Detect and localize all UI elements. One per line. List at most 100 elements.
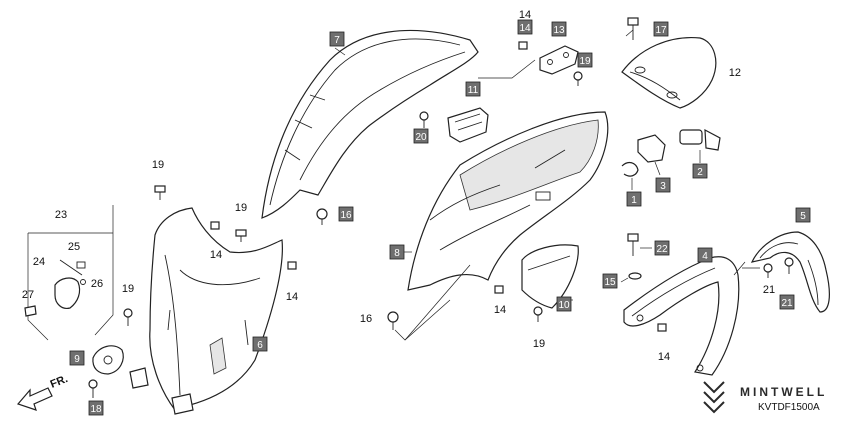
rear-rail-part-5 (750, 231, 830, 313)
screw-icon (123, 308, 133, 326)
washer-icon (628, 272, 642, 280)
plain-label: 24 (33, 256, 45, 268)
boxed-label: 4 (697, 247, 713, 263)
svg-text:9: 9 (74, 354, 80, 365)
plain-label: 12 (729, 67, 741, 79)
boxed-label: 6 (252, 336, 268, 352)
bolt-icon (627, 233, 639, 256)
mintwell-logo: MINTWELL (703, 381, 827, 414)
plain-label: 19 (122, 283, 134, 295)
clip-icon (494, 285, 504, 294)
lock-assembly-parts-1-2-3 (621, 128, 721, 177)
tail-cover-part-12 (621, 36, 717, 109)
svg-text:4: 4 (702, 251, 708, 262)
boxed-label: 8 (389, 244, 405, 260)
svg-text:8: 8 (394, 248, 400, 259)
boxed-label: 1 (626, 191, 642, 207)
svg-text:13: 13 (553, 25, 565, 36)
svg-text:5: 5 (800, 211, 806, 222)
boxed-label: 18 (88, 400, 104, 416)
svg-text:3: 3 (660, 181, 666, 192)
bolt-icon (627, 17, 639, 40)
svg-text:7: 7 (334, 35, 340, 46)
boxed-label: 10 (556, 296, 572, 312)
svg-text:11: 11 (468, 85, 479, 96)
svg-text:2: 2 (697, 167, 703, 178)
direction-label: FR. (49, 373, 70, 391)
plain-label: 19 (533, 338, 545, 350)
clip-icon (210, 221, 220, 230)
plain-label: 19 (235, 202, 247, 214)
plain-label: 27 (22, 289, 34, 301)
boxed-label: 5 (795, 207, 811, 223)
boxed-label: 16 (338, 206, 354, 222)
grab-rail-part-4 (623, 256, 740, 376)
svg-text:19: 19 (579, 56, 591, 67)
clip-icon (518, 41, 528, 50)
plain-label: 19 (152, 159, 164, 171)
screw-icon (784, 257, 794, 274)
bolt-icon (154, 185, 166, 200)
bolt-icon (316, 208, 328, 225)
boxed-label: 15 (602, 273, 618, 289)
boxed-label: 11 (465, 81, 481, 97)
plain-label: 25 (68, 241, 80, 253)
bolt-icon (235, 229, 247, 242)
boxed-labels: 7 14 13 17 19 11 20 16 8 3 2 1 5 22 4 15… (69, 19, 811, 416)
svg-text:16: 16 (340, 210, 352, 221)
rear-cover-part-7 (261, 29, 479, 219)
boxed-label: 19 (577, 52, 593, 68)
plain-label: 21 (763, 284, 775, 296)
diagram-code: KVTDF1500A (758, 402, 820, 413)
boxed-label: 13 (551, 21, 567, 37)
plain-label: 14 (210, 249, 222, 261)
leader-lines (334, 29, 760, 341)
plain-label: 14 (658, 351, 670, 363)
plain-label: 16 (360, 313, 372, 325)
clip-icon (287, 261, 297, 270)
svg-text:15: 15 (604, 277, 616, 288)
svg-text:14: 14 (519, 23, 531, 34)
watermark-text: MINTWELL (740, 385, 827, 399)
boxed-label: 21 (779, 294, 795, 310)
svg-text:10: 10 (558, 300, 570, 311)
inner-cover-part-6 (129, 207, 283, 415)
cap-part-9 (92, 345, 124, 375)
fasteners (88, 17, 794, 398)
plain-labels: 12 19 23 25 24 26 27 14 19 14 19 16 14 1… (22, 9, 775, 363)
plain-label: 14 (494, 304, 506, 316)
svg-text:1: 1 (631, 195, 637, 206)
plain-label: 23 (55, 209, 67, 221)
screw-icon (419, 111, 429, 128)
svg-text:20: 20 (415, 132, 427, 143)
boxed-label: 22 (654, 240, 670, 256)
svg-text:22: 22 (656, 244, 668, 255)
plain-label: 14 (519, 9, 531, 21)
boxed-label: 17 (653, 21, 669, 37)
front-direction-arrow: FR. (16, 373, 70, 411)
cover-part-10 (521, 244, 579, 309)
svg-text:17: 17 (655, 25, 667, 36)
screw-icon (763, 263, 773, 278)
svg-text:18: 18 (90, 404, 102, 415)
boxed-label: 20 (413, 128, 429, 144)
bracket-part-11 (447, 107, 489, 143)
screw-icon (88, 379, 98, 398)
plain-label: 14 (286, 291, 298, 303)
side-cover-part-8 (407, 111, 609, 291)
svg-text:6: 6 (257, 340, 263, 351)
bracket-part-13 (539, 45, 579, 75)
svg-text:21: 21 (781, 298, 793, 309)
boxed-label: 9 (69, 350, 85, 366)
clip-icon (657, 323, 667, 332)
bolt-icon (387, 311, 399, 330)
boxed-label: 7 (329, 31, 345, 47)
screw-icon (573, 71, 583, 86)
boxed-label: 2 (692, 163, 708, 179)
plain-label: 26 (91, 278, 103, 290)
boxed-label: 14 (517, 19, 533, 35)
clamp-group-23 (24, 205, 114, 341)
boxed-label: 3 (655, 177, 671, 193)
screw-icon (533, 306, 543, 322)
